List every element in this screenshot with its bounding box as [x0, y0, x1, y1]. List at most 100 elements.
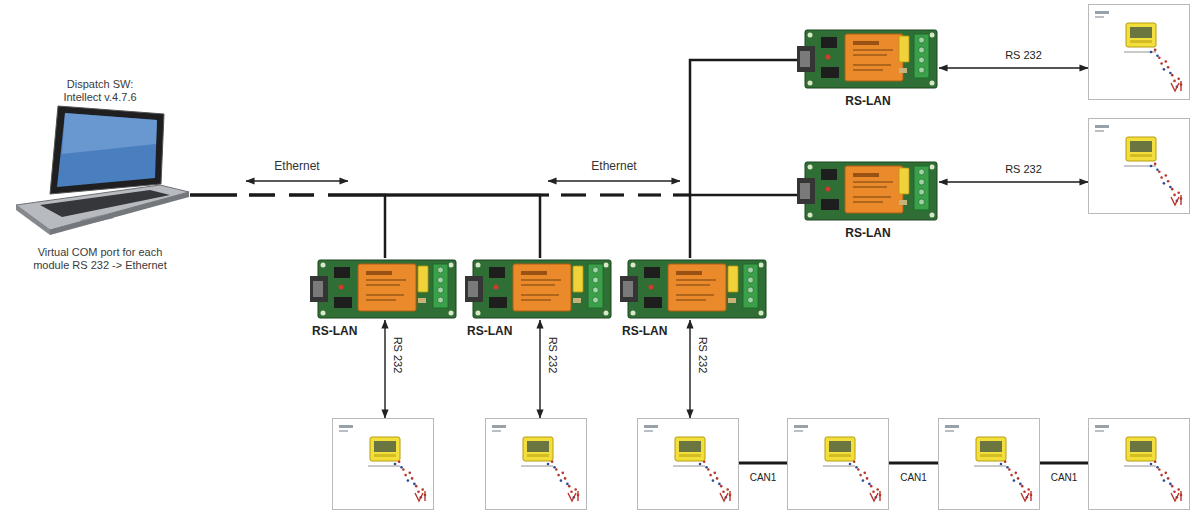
panel-dot	[726, 488, 729, 491]
display-screen	[1130, 27, 1152, 38]
screen-glare	[62, 113, 157, 154]
relay-print	[521, 299, 551, 301]
smd-part	[728, 298, 736, 303]
capacitor	[728, 266, 738, 292]
controller-illustration	[1089, 119, 1189, 213]
panel-dot	[402, 468, 405, 471]
pcb-board	[473, 260, 611, 318]
panel-dot	[1169, 186, 1172, 189]
chip	[489, 267, 505, 278]
mount-hole	[321, 311, 326, 316]
mount-hole	[759, 311, 764, 316]
controller-illustration	[939, 419, 1039, 509]
network-label: Ethernet	[274, 159, 319, 173]
panel-dot	[876, 488, 879, 491]
controller-illustration	[1089, 419, 1189, 509]
panel-dot	[1164, 174, 1167, 177]
module-illustration	[310, 258, 458, 320]
panel-dot	[855, 466, 858, 469]
terminal-screw	[748, 267, 754, 273]
panel-dot	[560, 479, 563, 482]
panel-mark	[870, 493, 878, 501]
display-screen	[374, 441, 396, 452]
controller-box	[332, 418, 434, 510]
module-illustration	[465, 258, 613, 320]
module-illustration	[620, 258, 768, 320]
chip	[334, 297, 352, 308]
logo-mark	[794, 430, 803, 432]
panel-dot	[1017, 477, 1020, 480]
relay-block	[513, 264, 571, 311]
panel-dot	[722, 490, 725, 493]
panel-dot	[870, 485, 873, 488]
panel-mark	[1030, 491, 1031, 501]
lan-jack-port	[313, 281, 323, 297]
relay-print	[521, 294, 559, 296]
panel-dot	[707, 468, 710, 471]
panel-dot	[1154, 460, 1157, 463]
relay-print	[521, 284, 555, 286]
panel-dot	[1160, 62, 1163, 65]
terminal-screw	[919, 67, 925, 73]
capacitor	[899, 36, 909, 62]
relay-print	[853, 173, 879, 177]
laptop-illustration	[10, 104, 190, 244]
rs-lan-module: RS-LAN	[465, 258, 613, 338]
laptop-front	[16, 205, 50, 235]
mount-hole	[930, 81, 935, 86]
panel-dot	[1167, 180, 1170, 183]
bus-gap	[661, 191, 673, 199]
lan-jack-port	[468, 281, 478, 297]
panel-print	[673, 465, 705, 467]
logo-mark	[339, 430, 348, 432]
controller-box	[938, 418, 1040, 510]
panel-dot	[872, 490, 875, 493]
relay-print	[366, 284, 400, 286]
panel-dot	[1008, 468, 1011, 471]
controller-box	[637, 418, 739, 510]
logo-mark	[339, 425, 353, 428]
terminal-screw	[919, 169, 925, 175]
terminal-screw	[593, 277, 599, 283]
terminal-screw	[919, 179, 925, 185]
panel-mark	[879, 491, 880, 501]
controller-box	[485, 418, 587, 510]
rs-lan-module: RS-LAN	[310, 258, 458, 338]
panel-dot	[866, 477, 869, 480]
display-buttons	[1130, 40, 1152, 43]
panel-mark	[720, 493, 728, 501]
panel-dot	[1150, 51, 1153, 54]
mount-hole	[476, 263, 481, 268]
panel-dot	[1158, 468, 1161, 471]
panel-dot	[1156, 466, 1159, 469]
relay-print	[676, 294, 714, 296]
logo-mark	[945, 430, 954, 432]
panel-print	[1124, 465, 1156, 467]
module-label: RS-LAN	[797, 94, 939, 108]
panel-dot	[1164, 472, 1167, 475]
panel-dot	[1013, 479, 1016, 482]
panel-mark	[729, 491, 730, 501]
terminal-block	[433, 264, 448, 308]
smd-part	[899, 68, 907, 73]
mount-hole	[808, 165, 813, 170]
module-label: RS-LAN	[467, 324, 613, 338]
relay-print	[676, 284, 710, 286]
ethernet-bus	[190, 195, 385, 258]
bus-gap	[549, 191, 561, 199]
can-link	[739, 462, 787, 465]
relay-print	[853, 201, 883, 203]
panel-dot	[859, 474, 862, 477]
panel-dot	[1167, 477, 1170, 480]
relay-print	[853, 54, 887, 56]
panel-dot	[1167, 66, 1170, 69]
relay-block	[845, 166, 903, 213]
logo-mark	[492, 425, 506, 428]
display-buttons	[1130, 154, 1152, 157]
bus-gap	[275, 191, 289, 199]
lan-jack-port	[623, 281, 633, 297]
logo-mark	[492, 430, 501, 432]
capacitor	[899, 168, 909, 194]
relay-print	[366, 271, 392, 275]
rs232-link	[939, 181, 1088, 182]
